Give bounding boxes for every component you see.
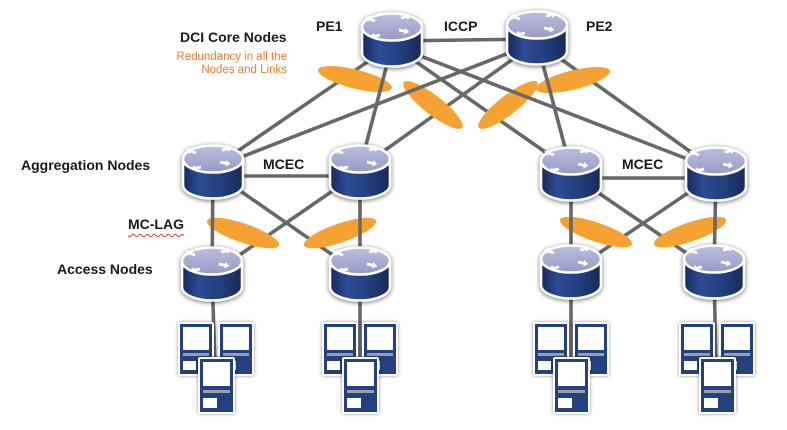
- redundancy-note: Redundancy in all the Nodes and Links: [147, 51, 287, 77]
- node-pe2: [504, 8, 570, 68]
- bundle-ellipse-mclag-l2: [303, 217, 377, 249]
- router-icon: [539, 145, 603, 202]
- router-icon: [180, 245, 244, 302]
- link-label-mcec-left: MCEC: [263, 156, 305, 172]
- workstation-icon: [342, 357, 379, 414]
- link-label-mcec-right: MCEC: [622, 156, 664, 172]
- node-label-pe2: PE2: [586, 18, 613, 34]
- host-cluster-1: [178, 322, 256, 415]
- node-agg3: [538, 144, 604, 204]
- layer-label-access-nodes: Access Nodes: [57, 261, 153, 277]
- host-cluster-4: [679, 322, 757, 415]
- bundle-ellipse-core-2: [403, 81, 463, 129]
- router-icon: [328, 245, 392, 302]
- node-acc1: [179, 244, 245, 304]
- node-pe1: [359, 10, 425, 70]
- link-pe2-agg2: [358, 40, 539, 170]
- node-acc2: [327, 244, 393, 304]
- link-label-mc-lag: MC-LAG: [128, 216, 184, 232]
- node-acc3: [538, 242, 604, 302]
- bundle-ellipse-core-4: [536, 66, 610, 94]
- node-label-pe1: PE1: [316, 18, 343, 34]
- link-pe1-agg1: [211, 43, 394, 170]
- redundancy-note-line2: Nodes and Links: [201, 64, 287, 76]
- link-pe2-agg1: [212, 40, 538, 170]
- workstation-icon: [218, 322, 254, 376]
- node-agg2: [327, 142, 393, 202]
- redundancy-bundles: [206, 65, 727, 249]
- workstation-icon: [322, 322, 358, 376]
- router-icon: [360, 11, 424, 68]
- redundancy-note-line1: Redundancy in all the: [176, 51, 287, 63]
- link-pe2-agg4: [535, 40, 718, 172]
- link-pe1-agg3: [390, 43, 573, 172]
- bundle-ellipse-mclag-l1: [206, 217, 280, 249]
- workstation-icon: [699, 357, 736, 414]
- router-icon: [328, 143, 392, 200]
- bundle-ellipse-core-1: [318, 65, 392, 93]
- host-cluster-2: [322, 322, 400, 415]
- router-icon: [684, 145, 748, 202]
- links-over-bundles: [210, 37, 718, 365]
- router-icon: [181, 143, 245, 200]
- layer-label-dci-core-nodes: DCI Core Nodes: [180, 29, 287, 45]
- host-cluster-3: [533, 322, 611, 415]
- workstation-icon: [553, 357, 590, 414]
- router-icon: [539, 243, 603, 300]
- link-label-iccp: ICCP: [444, 18, 478, 34]
- workstation-icon: [198, 357, 235, 414]
- bundle-ellipse-mclag-r2: [653, 216, 727, 248]
- layer-label-aggregation-nodes: Aggregation Nodes: [21, 157, 151, 173]
- router-icon: [682, 243, 746, 300]
- workstation-icon: [178, 322, 214, 376]
- node-agg4: [683, 144, 749, 204]
- node-acc4: [681, 242, 747, 302]
- node-agg1: [180, 142, 246, 202]
- bundle-ellipse-core-3: [478, 81, 538, 129]
- bundle-ellipse-mclag-r1: [559, 216, 633, 248]
- router-icon: [505, 9, 569, 66]
